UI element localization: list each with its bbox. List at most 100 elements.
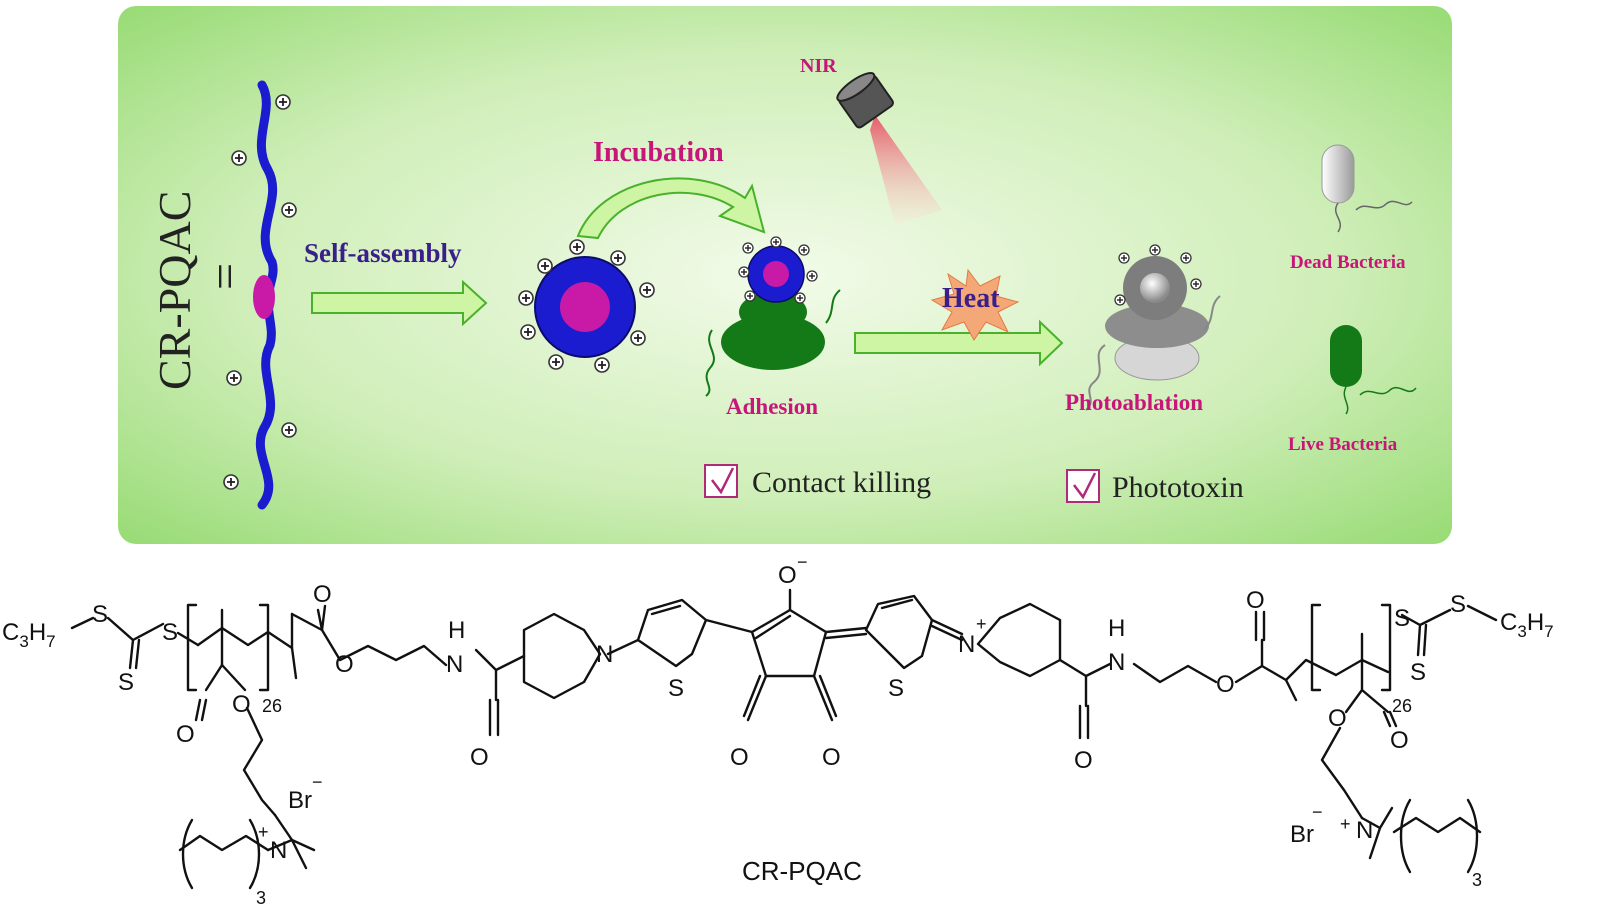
- atom-nitrogen: N: [446, 651, 463, 678]
- thiophene-ring: [864, 594, 934, 670]
- paren-left: [181, 818, 194, 890]
- charge-minus: −: [1312, 802, 1323, 822]
- equals-sign: =: [199, 263, 252, 290]
- double-bond: [880, 598, 914, 610]
- bond: [474, 648, 498, 702]
- dead-bacteria-legend: [1321, 144, 1413, 233]
- bond: [70, 616, 95, 630]
- double-bond: [128, 638, 141, 670]
- end-group-right: C3H7: [1500, 609, 1554, 641]
- micelle-nanoparticle: [518, 239, 655, 373]
- repeat-bracket-left: [1310, 603, 1322, 692]
- bond: [106, 616, 165, 642]
- bond: [290, 838, 316, 870]
- atom-oxygen: O: [1390, 727, 1409, 754]
- bond: [1360, 806, 1394, 860]
- scheme-panel: CR-PQAC = Self-assembly: [118, 6, 1452, 544]
- paren-right: [1466, 798, 1479, 874]
- linker-bond: [320, 628, 448, 667]
- cation-icon: [275, 94, 291, 110]
- laser-icon: [836, 72, 894, 129]
- cation-icon: [1180, 252, 1192, 264]
- atom-nh-h: H: [448, 617, 465, 644]
- double-bond: [930, 618, 964, 642]
- compound-label-vertical: CR-PQAC: [149, 191, 200, 390]
- end-group-left: C3H7: [2, 619, 56, 651]
- atom-sulfur: S: [668, 675, 684, 702]
- atom-sulfur: S: [1410, 659, 1426, 686]
- self-assembly-label: Self-assembly: [304, 238, 462, 268]
- live-bacteria-legend: [1330, 325, 1417, 415]
- heat-burst-icon: [930, 268, 1020, 341]
- double-bond: [488, 698, 500, 737]
- atom-sulfur: S: [118, 669, 134, 696]
- checklist-phototoxin: Phototoxin: [1066, 469, 1244, 504]
- backbone-bond: [196, 626, 270, 647]
- structure-caption: CR-PQAC: [742, 856, 862, 886]
- checklist-item-label: Phototoxin: [1112, 471, 1244, 504]
- bond: [242, 706, 277, 817]
- incubation-label: Incubation: [593, 137, 724, 168]
- live-bacterium-icon: [1330, 325, 1362, 387]
- croconaine-ring: [750, 608, 828, 678]
- atom-oxygen: O: [335, 651, 354, 678]
- paren-left: [1399, 798, 1412, 874]
- cation-icon: [1149, 244, 1161, 256]
- atom-nitrogen: N: [1108, 649, 1125, 676]
- atom-sulfur: S: [1450, 591, 1466, 618]
- nir-laser: [836, 72, 942, 225]
- atom-oxygen: O: [313, 581, 332, 608]
- methyl-bond: [290, 646, 298, 680]
- butyl-bond: [1392, 816, 1482, 834]
- chain-count: 3: [1472, 870, 1482, 890]
- double-bond: [194, 698, 208, 722]
- cation-icon: [738, 266, 750, 278]
- atom-nitrogen-cation: N: [270, 837, 287, 864]
- cation-icon: [281, 422, 297, 438]
- cation-icon: [518, 290, 534, 306]
- piperidine-ring: [976, 602, 1062, 678]
- cation-icon: [806, 270, 818, 282]
- paren-right: [248, 818, 261, 890]
- cation-icon: [742, 242, 754, 254]
- cation-icon: [639, 282, 655, 298]
- atom-sulfur: S: [888, 675, 904, 702]
- adhesion-label: Adhesion: [726, 394, 818, 419]
- atom-nitrogen-cation: N: [958, 631, 975, 658]
- cation-icon: [770, 236, 782, 248]
- checkmark-icon: [711, 467, 735, 495]
- chemical-structure: [70, 588, 1498, 890]
- cation-icon: [798, 244, 810, 256]
- bond: [1234, 664, 1288, 684]
- charge-plus: +: [258, 822, 269, 842]
- checklist-item-label: Contact killing: [752, 466, 931, 499]
- cation-icon: [537, 258, 553, 274]
- bond: [1058, 658, 1088, 708]
- polymer-chain: [223, 80, 297, 510]
- checkmark-icon: [1073, 472, 1097, 500]
- linker-bond: [1132, 662, 1218, 684]
- cation-icon: [231, 150, 247, 166]
- adhesion-bacterium: [705, 236, 841, 397]
- bond: [204, 663, 224, 692]
- repeat-count: 26: [262, 696, 282, 716]
- atom-oxygen: O: [470, 744, 489, 771]
- self-assembly-arrow: [311, 279, 488, 327]
- structure-atom-labels: C3H7 S S S 26 O O O O H N O N S O − O O …: [2, 552, 1554, 908]
- methyl-bond: [1284, 678, 1298, 702]
- dead-bacteria-label: Dead Bacteria: [1290, 252, 1406, 273]
- bond: [1466, 604, 1498, 622]
- double-bond: [742, 674, 768, 722]
- bromide-counterion: Br: [1290, 821, 1314, 848]
- cation-icon: [226, 370, 242, 386]
- bond: [290, 604, 327, 632]
- live-bacterium-body: [721, 314, 825, 370]
- atom-sulfur: S: [92, 601, 108, 628]
- cation-icon: [520, 324, 536, 340]
- double-bond: [812, 674, 838, 722]
- repeat-bracket-right: [1380, 603, 1392, 692]
- double-bond: [824, 626, 868, 640]
- bond: [606, 638, 640, 656]
- bond: [1084, 662, 1112, 678]
- atom-oxygen: O: [232, 691, 251, 718]
